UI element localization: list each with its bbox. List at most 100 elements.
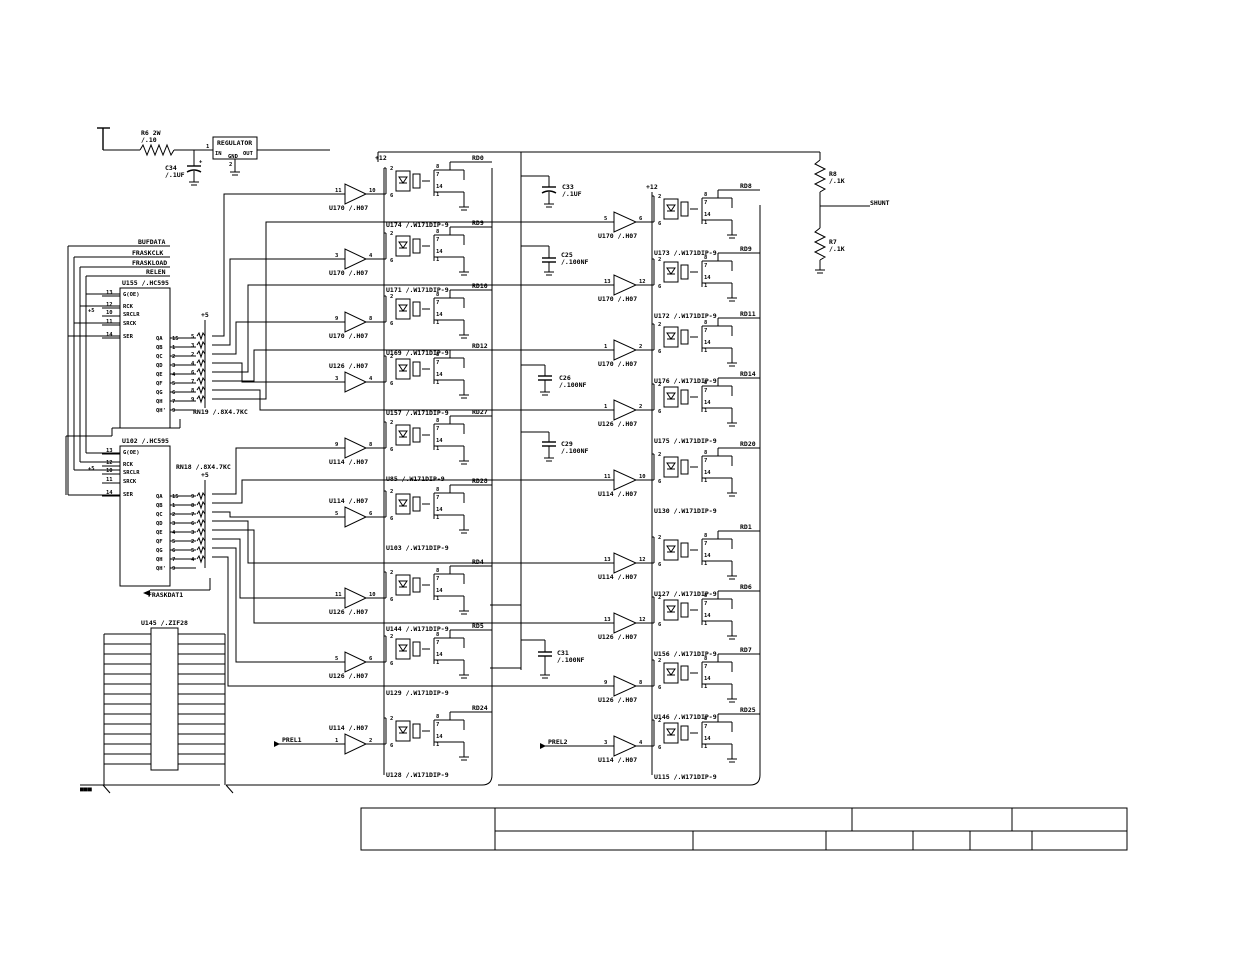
shift-register-pin-g: G(OE)	[123, 292, 140, 298]
shunt-label: SHUNT	[870, 199, 890, 207]
buffer-part: U114 /.H07	[598, 490, 637, 498]
buffer-part: U126 /.H07	[598, 696, 637, 704]
relay-pin: 2	[658, 452, 661, 458]
relay-pin: 1	[436, 320, 440, 326]
relay-pin: 6	[658, 479, 662, 485]
relay-pin: 1	[704, 283, 708, 289]
shift-register-out-QA: QA	[156, 336, 163, 342]
buffer-out-pin: 12	[639, 279, 646, 285]
zif-name: U145 /.ZIF28	[141, 619, 188, 627]
relay-pin: 14	[436, 312, 443, 318]
power-input-section: R6 2W /.10 C34 /.1UF + REGULATOR IN OUT …	[97, 127, 330, 186]
buffer-part: U170 /.H07	[598, 360, 637, 368]
r6-value: /.10	[141, 136, 157, 144]
shift-register-outnum: 5	[172, 539, 175, 545]
shift-register-pin-srclr: SRCLR	[123, 470, 140, 476]
relay-part: U172 /.W171DIP-9	[654, 312, 717, 320]
cap-c29: C29 /.100NF	[521, 431, 588, 462]
regulator-out: OUT	[243, 151, 254, 157]
shunt-divider-section: R8 /.1K SHUNT R7 /.1K	[378, 151, 890, 274]
shift-register-pin-srck: SRCK	[123, 321, 137, 327]
shift-register-outnum: 5	[172, 381, 175, 387]
buffer-in-pin: 5	[335, 511, 338, 517]
resistor-network-name: RN19 /.8X4.7KC	[193, 408, 248, 416]
relay-pin: 8	[704, 533, 707, 539]
relay-pin: 8	[436, 229, 439, 235]
relay-pin: 8	[436, 418, 439, 424]
buffer-out-pin: 4	[369, 376, 373, 382]
relay-pin: 8	[704, 255, 707, 261]
buffer-in-pin: 5	[604, 216, 607, 222]
relay-part: U171 /.W171DIP-9	[386, 286, 449, 294]
relay-pin: 6	[658, 284, 662, 290]
cap-c26: C26 /.100NF	[521, 364, 586, 396]
relay-pin: 1	[436, 596, 440, 602]
relay-pin: 7	[704, 328, 707, 334]
c25-name: C25	[561, 251, 573, 259]
relay-pin: 6	[390, 193, 394, 199]
signal-fraskdat1: FRASKDAT1	[148, 591, 183, 599]
buffer-out-pin: 6	[369, 656, 373, 662]
buffer-in-pin: 1	[604, 344, 608, 350]
buffer-symbol	[613, 469, 638, 491]
shift-register-outnum: 4	[172, 530, 176, 536]
buffer-part: U170 /.H07	[598, 232, 637, 240]
relay-pin: 2	[390, 166, 393, 172]
relay-part: U174 /.W171DIP-9	[386, 221, 449, 229]
relay-pin: 7	[436, 300, 439, 306]
buffer-symbol	[344, 183, 368, 205]
relay-pin: 6	[658, 685, 662, 691]
shift-register-outnum: 3	[172, 521, 175, 527]
buffer-out-pin: 6	[639, 216, 643, 222]
shift-register-out-QE: QE	[156, 372, 163, 378]
shift-register-pin-ser: SER	[123, 492, 134, 498]
relay-pin: 6	[390, 516, 394, 522]
buffer-symbol	[344, 248, 368, 270]
shift-register-outnum: 2	[172, 354, 175, 360]
relay-pin: 1	[704, 561, 708, 567]
buffer-symbol	[613, 274, 638, 296]
r8-name: R8	[829, 170, 837, 178]
buffer-symbol	[613, 339, 638, 361]
resistor-network-pin: 6	[191, 521, 195, 527]
shift-register-vcc: +5	[88, 308, 95, 314]
buffer-part: U126 /.H07	[598, 420, 637, 428]
relay-pin: 2	[390, 489, 393, 495]
shift-register-out-QF: QF	[156, 381, 163, 387]
resistor-network-pin: 8	[191, 388, 194, 394]
relay-pin: 7	[704, 601, 707, 607]
relay-pin: 2	[658, 595, 661, 601]
relay-pin: 14	[704, 613, 711, 619]
control-wires: PREL1 PREL2	[212, 193, 610, 749]
signal-prel2: PREL2	[548, 738, 568, 746]
r7-name: R7	[829, 238, 837, 246]
buffer-out-pin: 2	[639, 344, 642, 350]
relay-pin: 6	[390, 447, 394, 453]
relay-pin: 2	[658, 718, 661, 724]
shift-register-pin-srclr: SRCLR	[123, 312, 140, 318]
relay-pin: 1	[436, 192, 440, 198]
relay-pin: 8	[436, 632, 439, 638]
shift-register-pinnum-srck: 11	[106, 477, 113, 483]
resistor-network-pin: 5	[191, 548, 194, 554]
relay-pin: 1	[704, 744, 708, 750]
relay-pin: 2	[658, 257, 661, 263]
regulator-label: REGULATOR	[217, 139, 252, 147]
relay-pin: 7	[436, 495, 439, 501]
relay-pin: 8	[704, 320, 707, 326]
relay-pin: 6	[390, 661, 394, 667]
buffer-in-pin: 13	[604, 557, 611, 563]
relay-pin: 14	[436, 652, 443, 658]
shift-register-pin-ser: SER	[123, 334, 134, 340]
c26-value: /.100NF	[559, 381, 586, 389]
resistor-network-pin: 6	[191, 370, 195, 376]
relay-pin: 6	[390, 381, 394, 387]
relay-net-label: RD11	[740, 310, 756, 318]
buffer-symbol	[613, 399, 638, 421]
relay-pin: 1	[436, 742, 440, 748]
buffer-out-pin: 10	[639, 474, 646, 480]
